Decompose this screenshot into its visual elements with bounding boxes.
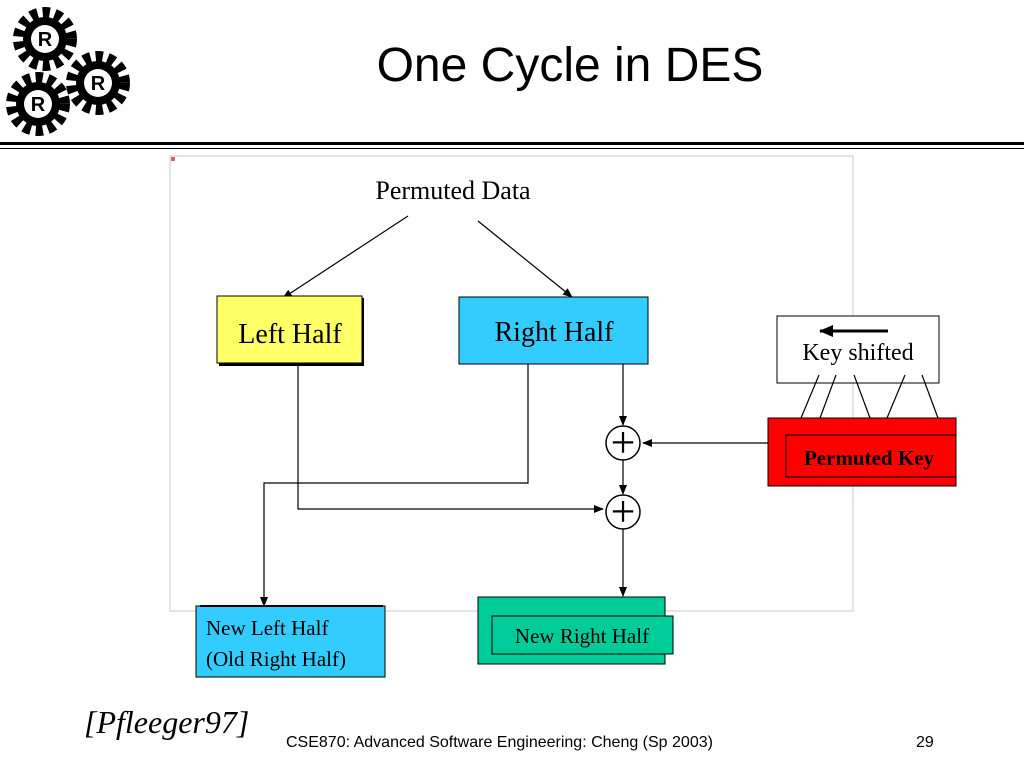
logo-letter-right: R bbox=[91, 73, 106, 95]
gears-logo: R R R bbox=[6, 7, 130, 136]
key-permutation-lines bbox=[800, 374, 939, 419]
frame-corner-marker bbox=[171, 157, 175, 161]
permuted-data-label: Permuted Data bbox=[375, 176, 531, 205]
citation: [Pfleeger97] bbox=[84, 704, 250, 740]
xor-plus-1: + bbox=[611, 418, 636, 467]
xor-symbol-1: + bbox=[605, 418, 641, 467]
xor-symbol-2: + bbox=[605, 487, 641, 536]
diagram-frame bbox=[169, 155, 854, 612]
right-half-box: Right Half bbox=[458, 296, 649, 365]
new-right-half-box: New Right Half bbox=[477, 596, 674, 665]
left-half-box: Left Half bbox=[216, 295, 364, 366]
page-number: 29 bbox=[916, 734, 934, 751]
logo-letter-bottom: R bbox=[31, 94, 46, 116]
logo-letter-top: R bbox=[38, 29, 53, 51]
arrow-data-to-right bbox=[477, 220, 573, 298]
key-shifted-box: Key shifted bbox=[776, 315, 940, 384]
footer-course: CSE870: Advanced Software Engineering: C… bbox=[286, 734, 713, 751]
new-left-half-label-line1: New Left Half bbox=[206, 616, 328, 640]
title-rule-thick bbox=[0, 142, 1024, 145]
title-rule-thin bbox=[0, 148, 1024, 149]
gear-icon-top: R bbox=[13, 7, 77, 71]
xor-plus-2: + bbox=[611, 487, 636, 536]
arrow-left-to-xor2 bbox=[297, 366, 604, 513]
right-half-label: Right Half bbox=[495, 317, 615, 348]
new-right-half-label: New Right Half bbox=[515, 624, 649, 648]
key-shifted-label: Key shifted bbox=[802, 340, 913, 366]
permuted-key-box: Permuted Key bbox=[767, 417, 957, 487]
gear-icon-bottom: R bbox=[6, 72, 70, 136]
permuted-key-label: Permuted Key bbox=[804, 446, 935, 470]
arrow-right-to-new-left bbox=[260, 364, 529, 607]
left-half-label: Left Half bbox=[238, 319, 342, 350]
new-left-half-box: New Left Half (Old Right Half) bbox=[195, 605, 386, 678]
gear-icon-right: R bbox=[66, 51, 130, 115]
slide-title: One Cycle in DES bbox=[376, 39, 764, 92]
new-left-half-label-line2: (Old Right Half) bbox=[206, 647, 346, 671]
arrow-data-to-left bbox=[282, 215, 409, 299]
